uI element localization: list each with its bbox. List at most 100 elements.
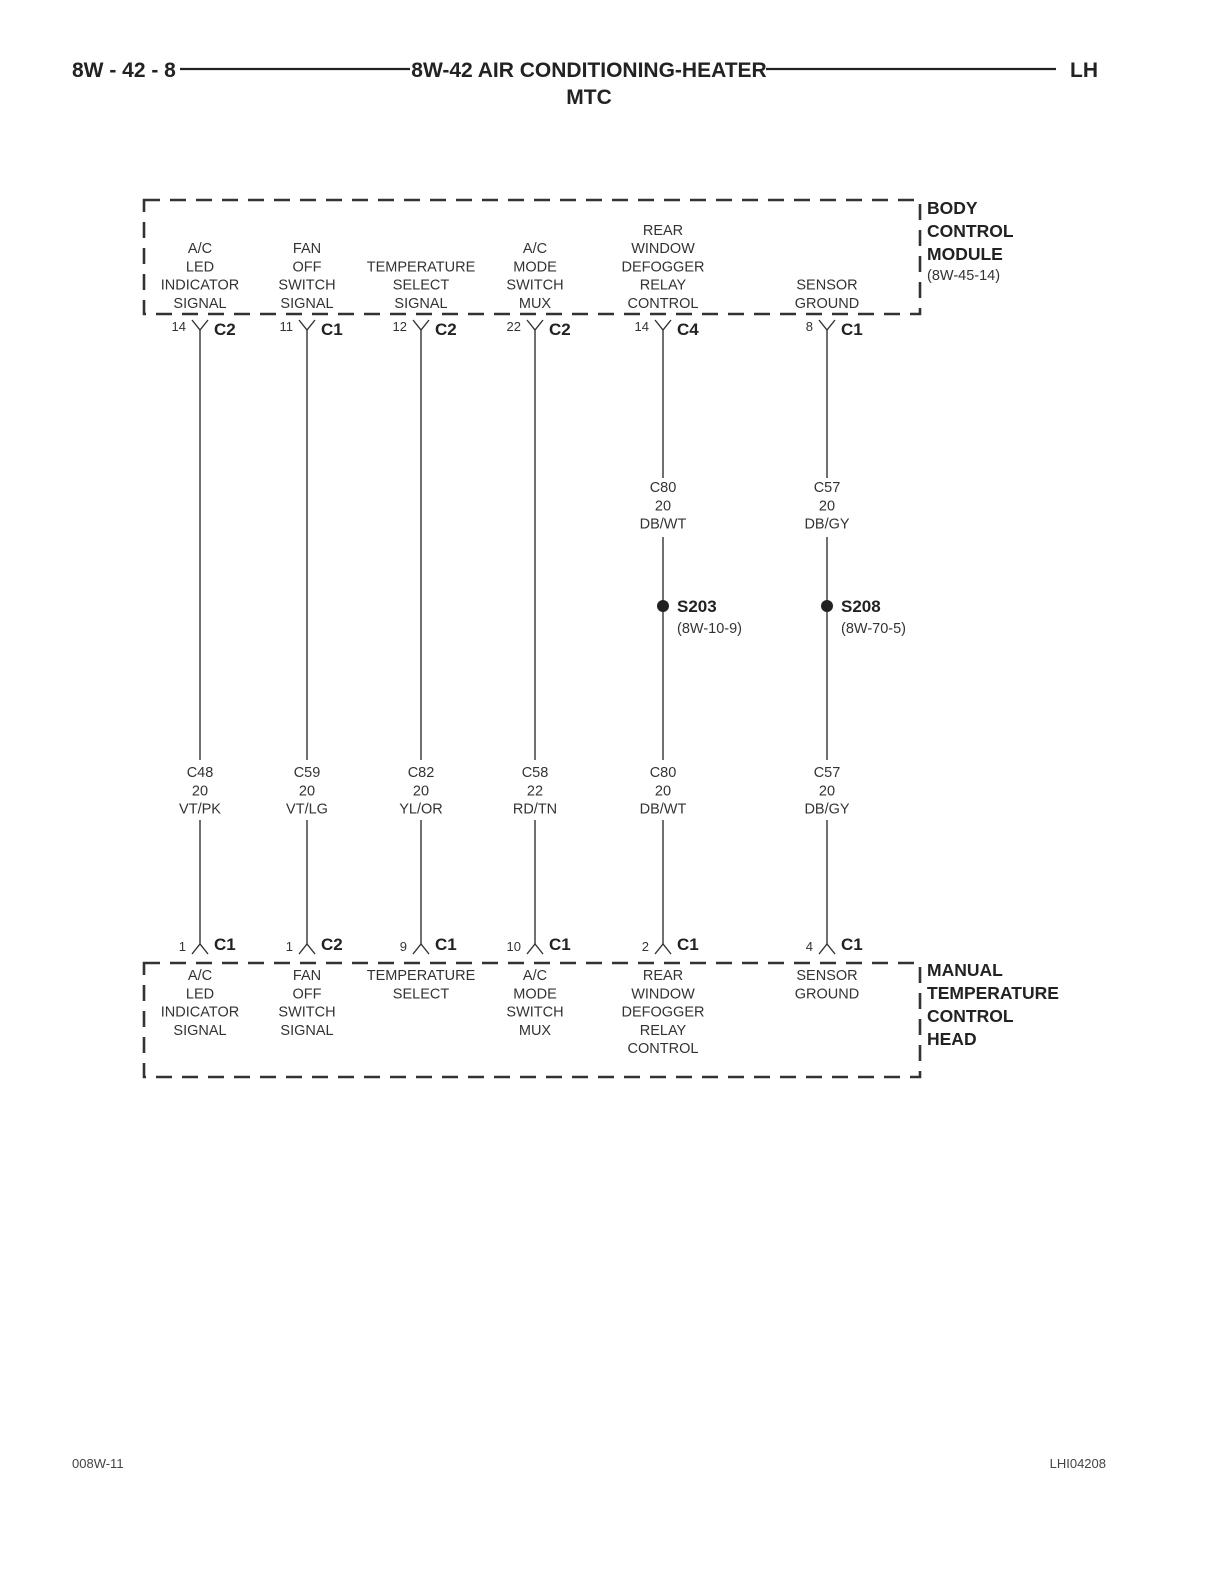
circuit-2-bcm-label-line-4: SIGNAL (280, 296, 333, 312)
circuit-5-upper-wire-label-line-3: DB/WT (640, 517, 687, 533)
circuit-6-splice-name: S208 (841, 597, 881, 616)
circuit-1-wire-label-line-1: C48 (187, 765, 214, 781)
circuit-5-bcm-connector-symbol (654, 319, 672, 332)
circuit-2-wire-label-line-3: VT/LG (286, 802, 328, 818)
circuit-2-mtc-connector-symbol (298, 942, 316, 955)
circuit-1-bcm-pin: 14 (172, 319, 186, 334)
page-subtitle: MTC (566, 86, 612, 109)
bcm-name-line-3: MODULE (927, 244, 1003, 264)
circuit-3-mtc-label-line-1: TEMPERATURE (367, 968, 476, 984)
circuit-4-wire-label-line-2: 22 (527, 783, 543, 799)
mtc-name-line-2: TEMPERATURE (927, 983, 1059, 1003)
circuit-1-mtc-pin: 1 (179, 939, 186, 954)
circuit-4-mtc-connector-symbol (526, 942, 544, 955)
mtc-name-line-4: HEAD (927, 1029, 977, 1049)
page-title: 8W-42 AIR CONDITIONING-HEATER (411, 59, 766, 82)
circuit-5-mtc-label-line-4: RELAY (640, 1023, 687, 1039)
circuit-6-mtc-pin: 4 (806, 939, 813, 954)
circuit-4-bcm-connector: C2 (549, 320, 571, 339)
page-side: LH (1070, 59, 1098, 82)
circuit-3-bcm-label-line-2: SELECT (393, 278, 450, 294)
circuit-6-splice-dot (821, 600, 833, 612)
circuit-1-mtc-connector-symbol (191, 942, 209, 955)
circuit-5-mtc-label-line-2: WINDOW (631, 986, 695, 1002)
circuit-6-wire-label-line-3: DB/GY (804, 802, 849, 818)
footer-left: 008W-11 (72, 1456, 124, 1471)
circuit-6-bcm-pin: 8 (806, 319, 813, 334)
circuit-2-wire-label-line-2: 20 (299, 783, 315, 799)
circuit-4-mtc-label-line-2: MODE (513, 986, 557, 1002)
circuit-6-wire-label-line-2: 20 (819, 783, 835, 799)
circuit-1-bcm-label-line-1: A/C (188, 241, 212, 257)
circuit-4-mtc-pin: 10 (507, 939, 521, 954)
page-number: 8W - 42 - 8 (72, 59, 176, 82)
circuit-5-splice-name: S203 (677, 597, 717, 616)
circuit-3-mtc-connector-symbol (412, 942, 430, 955)
circuit-5-bcm-label-line-1: REAR (643, 223, 683, 239)
circuit-5-bcm-label-line-4: RELAY (640, 278, 687, 294)
circuit-5-wire-label-line-3: DB/WT (640, 802, 687, 818)
circuit-6-upper-wire-label-line-2: 20 (819, 498, 835, 514)
circuit-5-bcm-connector: C4 (677, 320, 699, 339)
circuit-4-bcm-label-line-3: SWITCH (506, 278, 563, 294)
circuit-4-bcm-connector-symbol (526, 319, 544, 332)
circuit-2-mtc-connector: C2 (321, 935, 343, 954)
circuit-1-wire-label-line-3: VT/PK (179, 802, 221, 818)
circuit-2-bcm-label-line-1: FAN (293, 241, 321, 257)
circuit-5-mtc-label-line-1: REAR (643, 968, 683, 984)
footer-right: LHI04208 (1050, 1456, 1106, 1471)
circuit-6-mtc-label-line-2: GROUND (795, 986, 859, 1002)
circuit-4-bcm-label-line-1: A/C (523, 241, 547, 257)
circuit-4-mtc-connector: C1 (549, 935, 571, 954)
circuit-5-bcm-label-line-3: DEFOGGER (622, 259, 705, 275)
circuit-2-mtc-label-line-3: SWITCH (278, 1005, 335, 1021)
circuit-4-bcm-label-line-4: MUX (519, 296, 552, 312)
circuit-6-wire-label-line-1: C57 (814, 765, 841, 781)
mtc-name-line-3: CONTROL (927, 1006, 1014, 1026)
circuit-6-bcm-label-line-2: GROUND (795, 296, 859, 312)
circuit-2-mtc-pin: 1 (286, 939, 293, 954)
circuit-1-mtc-label-line-2: LED (186, 986, 214, 1002)
circuit-5-bcm-pin: 14 (635, 319, 649, 334)
circuit-1-bcm-label-line-3: INDICATOR (161, 278, 239, 294)
circuit-3-bcm-label-line-3: SIGNAL (394, 296, 447, 312)
circuit-2-bcm-pin: 11 (280, 319, 294, 334)
circuit-3-bcm-connector-symbol (412, 319, 430, 332)
page-header: 8W - 42 - 8 8W-42 AIR CONDITIONING-HEATE… (72, 59, 1098, 109)
circuit-2-mtc-label-line-1: FAN (293, 968, 321, 984)
circuit-2-bcm-label-line-2: OFF (293, 259, 322, 275)
circuit-5-mtc-label-line-5: CONTROL (628, 1041, 699, 1057)
mtc-outline (142, 961, 922, 1079)
circuit-6-bcm-connector-symbol (818, 319, 836, 332)
circuit-6-upper-wire-label-line-1: C57 (814, 480, 841, 496)
circuit-5-bcm-label-line-2: WINDOW (631, 241, 695, 257)
circuit-1-bcm-connector: C2 (214, 320, 236, 339)
circuit-5-upper-wire-label-line-1: C80 (650, 480, 677, 496)
circuit-6-mtc-connector-symbol (818, 942, 836, 955)
circuit-5-mtc-connector-symbol (654, 942, 672, 955)
circuit-3-wire-label-line-3: YL/OR (399, 802, 443, 818)
circuit-2-mtc-label-line-4: SIGNAL (280, 1023, 333, 1039)
circuit-5-wire-label-line-1: C80 (650, 765, 677, 781)
circuit-2-wire-label-line-1: C59 (294, 765, 321, 781)
circuit-2-mtc-label-line-2: OFF (293, 986, 322, 1002)
circuit-5-splice-dot (657, 600, 669, 612)
circuit-3-mtc-connector: C1 (435, 935, 457, 954)
circuit-4-mtc-label-line-3: SWITCH (506, 1005, 563, 1021)
circuit-3-bcm-pin: 12 (393, 319, 407, 334)
circuit-2-bcm-label-line-3: SWITCH (278, 278, 335, 294)
circuit-2-bcm-connector-symbol (298, 319, 316, 332)
bcm-name-line-2: CONTROL (927, 221, 1014, 241)
circuit-5-mtc-label-line-3: DEFOGGER (622, 1005, 705, 1021)
circuit-1-wire-label-line-2: 20 (192, 783, 208, 799)
circuit-3-bcm-label-line-1: TEMPERATURE (367, 259, 476, 275)
circuit-1-mtc-label-line-4: SIGNAL (173, 1023, 226, 1039)
circuit-5-splice-reference: (8W-10-9) (677, 621, 742, 637)
circuit-1-mtc-label-line-3: INDICATOR (161, 1005, 239, 1021)
circuit-3-wire-label-line-2: 20 (413, 783, 429, 799)
circuit-3-wire-label-line-1: C82 (408, 765, 435, 781)
body-control-module: BODY CONTROL MODULE (8W-45-14) (142, 198, 1014, 316)
bcm-reference: (8W-45-14) (927, 268, 1000, 284)
